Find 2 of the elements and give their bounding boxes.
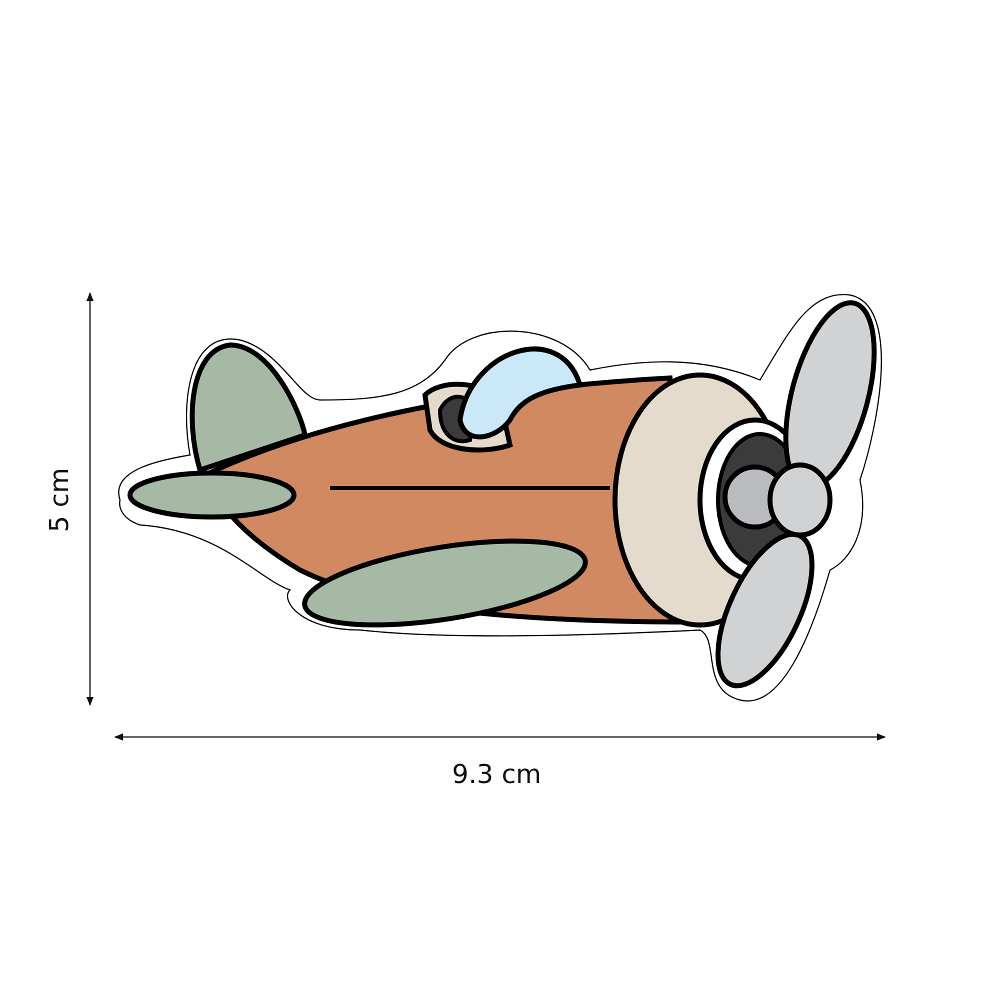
- dimension-label: 9.3 cm: [452, 762, 542, 788]
- dimension-label: 5 cm: [47, 468, 74, 532]
